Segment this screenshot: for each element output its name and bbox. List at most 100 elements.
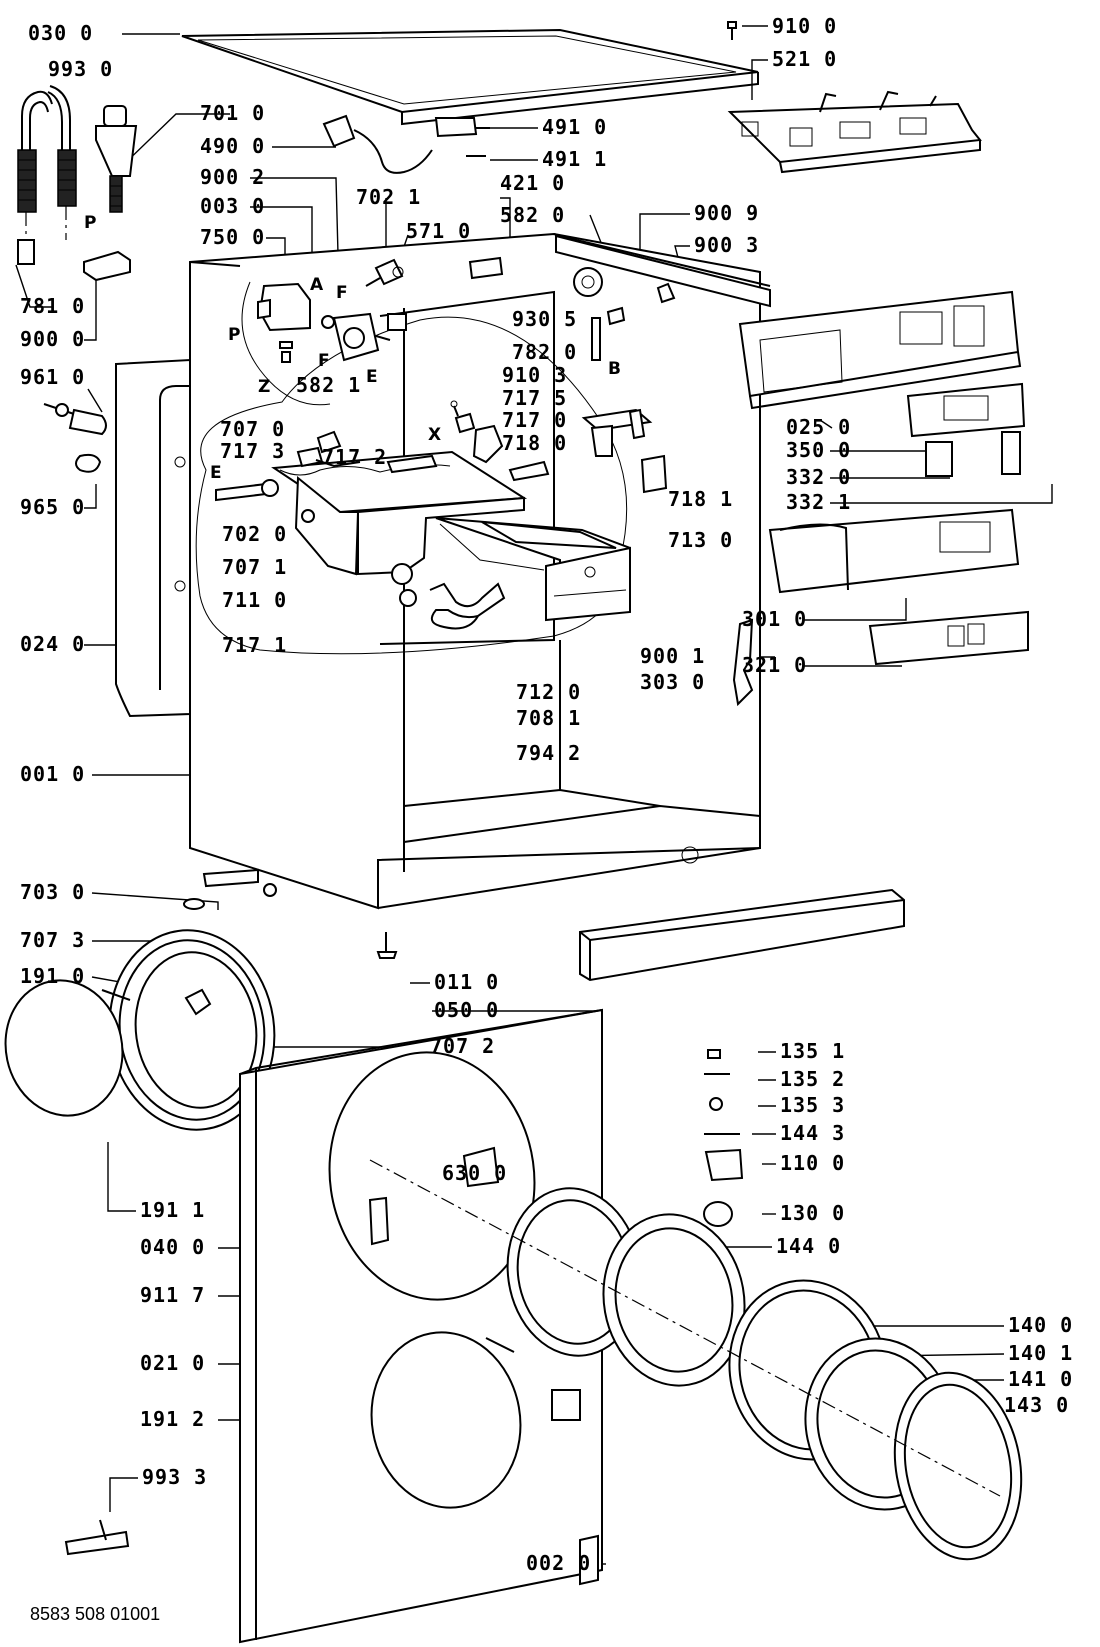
- callout-140-0: 140 0: [1008, 1313, 1073, 1337]
- callout-labels: 030 0 993 0 910 0 521 0 701 0 490 0 491 …: [20, 14, 1073, 1575]
- callout-900-1: 900 1: [640, 644, 705, 668]
- callout-718-1: 718 1: [668, 487, 733, 511]
- callout-490-0: 490 0: [200, 134, 265, 158]
- callout-713-0: 713 0: [668, 528, 733, 552]
- inlet-valve-571: [365, 258, 404, 287]
- callout-703-0: 703 0: [20, 880, 85, 904]
- callout-711-0: 711 0: [222, 588, 287, 612]
- callout-021-0: 021 0: [140, 1351, 205, 1375]
- front-panel: [239, 1008, 603, 1644]
- ref-letter-b: B: [608, 359, 621, 379]
- callout-191-0: 191 0: [20, 964, 85, 988]
- panel-label-321: [868, 610, 1029, 666]
- callout-900-3: 900 3: [694, 233, 759, 257]
- detergent-dispenser: [271, 450, 631, 630]
- callout-350-0: 350 0: [786, 438, 851, 462]
- interference-filter-421: [468, 256, 504, 280]
- callout-707-1: 707 1: [222, 555, 287, 579]
- ref-letter-f-lower: F: [318, 351, 330, 371]
- callout-002-0: 002 0: [526, 1551, 591, 1575]
- callout-040-0: 040 0: [140, 1235, 205, 1259]
- door-axis-line: [369, 1159, 1001, 1497]
- callout-332-1: 332 1: [786, 490, 851, 514]
- ref-letter-e-upper: E: [366, 367, 378, 387]
- callout-993-3: 993 3: [142, 1465, 207, 1489]
- door-glass-140: [602, 1213, 746, 1387]
- ref-letter-x: X: [428, 425, 441, 445]
- ring-965: [75, 453, 102, 473]
- callout-135-3: 135 3: [780, 1093, 845, 1117]
- reference-letters: P A F P Z F E B X E: [84, 213, 621, 483]
- inlet-valve: [95, 105, 138, 213]
- callout-140-1: 140 1: [1008, 1341, 1073, 1365]
- callout-582-0: 582 0: [500, 203, 565, 227]
- valve-parts-cluster: [215, 400, 550, 502]
- callout-965-0: 965 0: [20, 495, 85, 519]
- callout-717-1: 717 1: [222, 633, 287, 657]
- service-flap-002: [579, 1534, 599, 1586]
- callout-144-0: 144 0: [776, 1234, 841, 1258]
- callout-521-0: 521 0: [772, 47, 837, 71]
- control-module: [727, 90, 982, 174]
- door-lock-900-1: [732, 618, 754, 707]
- callout-191-1: 191 1: [140, 1198, 205, 1222]
- pressure-switch-582: [573, 267, 603, 297]
- callout-110-0: 110 0: [780, 1151, 845, 1175]
- drum-cover-disc: [4, 979, 131, 1117]
- boards-332: [925, 431, 1021, 477]
- hinge-993-3: [64, 1519, 130, 1556]
- callout-910-3: 910 3: [502, 363, 567, 387]
- callout-708-1: 708 1: [516, 706, 581, 730]
- hinge-pin-703: [202, 868, 277, 897]
- cabinet: [189, 232, 771, 910]
- callout-707-2: 707 2: [430, 1034, 495, 1058]
- ref-letter-p-lower: P: [228, 325, 240, 345]
- callout-750-0: 750 0: [200, 225, 265, 249]
- callout-630-0: 630 0: [442, 1161, 507, 1185]
- drain-plug-961: [43, 403, 107, 436]
- callout-571-0: 571 0: [406, 219, 471, 243]
- callout-001-0: 001 0: [20, 762, 85, 786]
- ref-letter-a: A: [310, 275, 324, 295]
- kick-panel: [579, 888, 905, 982]
- callout-491-0: 491 0: [542, 115, 607, 139]
- washer-707-3: [183, 898, 205, 910]
- callout-910-0: 910 0: [772, 14, 837, 38]
- screw-910-0: [727, 21, 737, 40]
- top-rail: [555, 234, 771, 308]
- callout-421-0: 421 0: [500, 171, 565, 195]
- hose-782: [591, 317, 601, 361]
- electronic-board-350: [906, 382, 1026, 438]
- callout-582-1: 582 1: [296, 373, 361, 397]
- control-panel-301: [768, 508, 1020, 594]
- drawing-number: 8583 508 01001: [30, 1604, 160, 1624]
- callout-702-1: 702 1: [356, 185, 421, 209]
- callout-712-0: 712 0: [516, 680, 581, 704]
- detail-bubble-outline: [195, 281, 628, 655]
- door-outer-frame-143: [893, 1371, 1023, 1561]
- callout-718-0: 718 0: [502, 431, 567, 455]
- bracket-900-0: [83, 250, 131, 282]
- callout-003-0: 003 0: [200, 194, 265, 218]
- callout-717-3: 717 3: [220, 439, 285, 463]
- callout-025-0: 025 0: [786, 415, 851, 439]
- callout-900-0: 900 0: [20, 327, 85, 351]
- callout-900-2: 900 2: [200, 165, 265, 189]
- callout-717-0: 717 0: [502, 408, 567, 432]
- callout-011-0: 011 0: [434, 970, 499, 994]
- callout-702-0: 702 0: [222, 522, 287, 546]
- callout-130-0: 130 0: [780, 1201, 845, 1225]
- ref-letter-f-upper: F: [336, 283, 348, 303]
- callout-321-0: 321 0: [742, 653, 807, 677]
- callout-491-1: 491 1: [542, 147, 607, 171]
- door-small-parts: [703, 1049, 744, 1227]
- callout-961-0: 961 0: [20, 365, 85, 389]
- pressure-chamber-750: [257, 282, 407, 363]
- power-cord: [322, 114, 490, 174]
- callout-782-0: 782 0: [512, 340, 577, 364]
- callout-135-2: 135 2: [780, 1067, 845, 1091]
- clips-900: [606, 282, 676, 326]
- top-cover: [181, 28, 759, 126]
